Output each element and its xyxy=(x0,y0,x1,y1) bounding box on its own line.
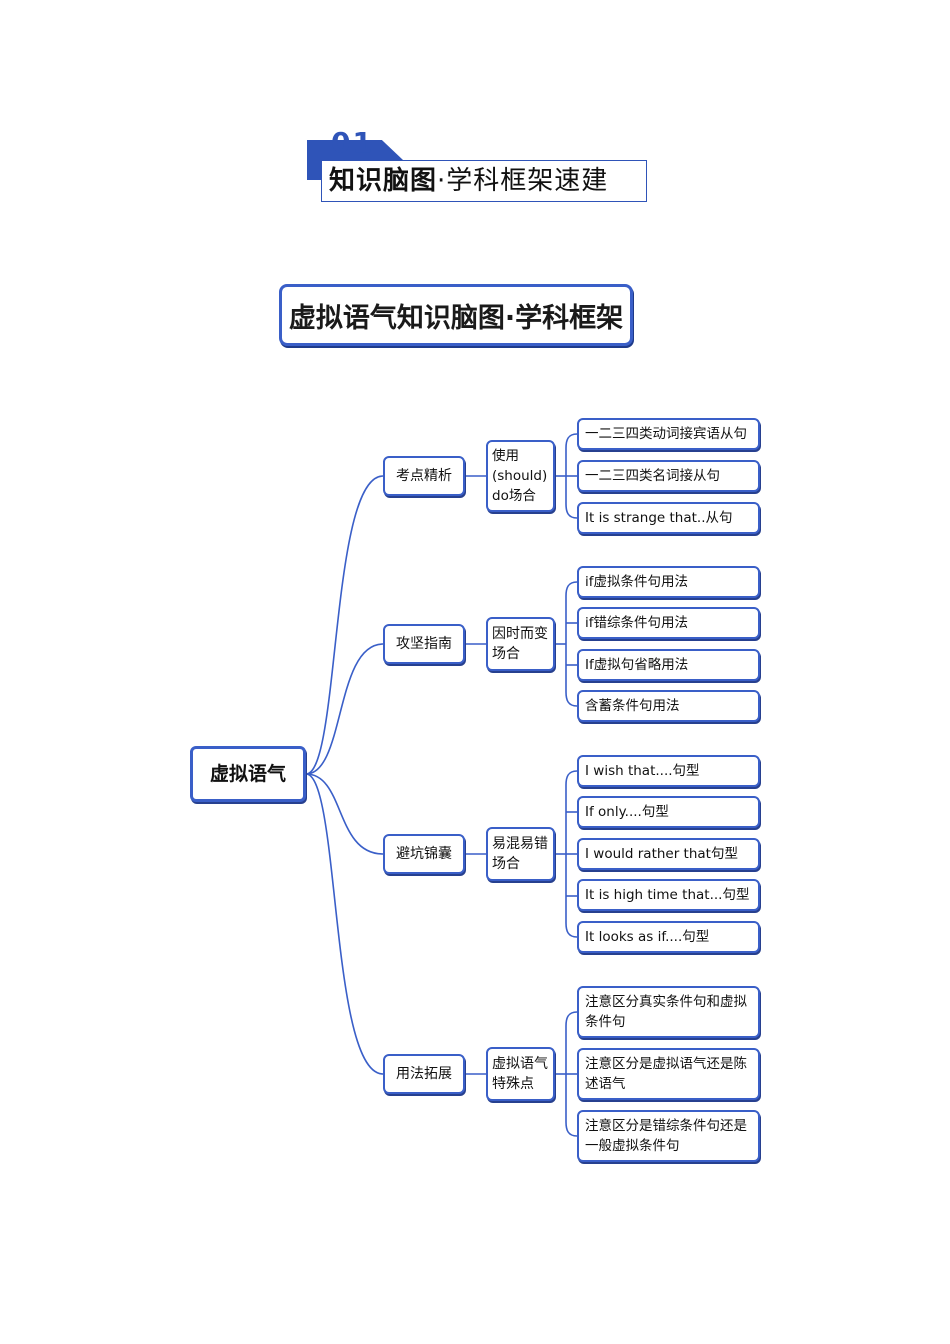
connector-root-b3 xyxy=(305,773,384,855)
leaf-label: if虚拟条件句用法 xyxy=(585,574,689,590)
section-title-bold: 知识脑图 xyxy=(329,166,438,196)
section-title-box xyxy=(321,160,647,202)
leaf-label: It is strange that..从句 xyxy=(585,510,733,526)
leaf-node: 注意区分是虚拟语气还是陈 述语气 xyxy=(577,1048,760,1100)
connector-root-b1 xyxy=(305,475,384,775)
leaf-node: 一二三四类名词接从句 xyxy=(577,460,760,492)
leaf-node: 注意区分是错综条件句还是 一般虚拟条件句 xyxy=(577,1110,760,1162)
sub-node-yihun: 易混易错 场合 xyxy=(486,827,555,881)
leaf-label: 一二三四类名词接从句 xyxy=(585,468,720,484)
leaf-node: 注意区分真实条件句和虚拟 条件句 xyxy=(577,986,760,1038)
leaf-node: 一二三四类动词接宾语从句 xyxy=(577,418,760,450)
leaf-label: It is high time that...句型 xyxy=(585,887,750,903)
leaf-label: if错综条件句用法 xyxy=(585,615,689,631)
leaf-label: If虚拟句省略用法 xyxy=(585,657,689,673)
leaf-node: If only....句型 xyxy=(577,796,760,828)
sub-line: 场合 xyxy=(492,856,520,872)
sub-line: 虚拟语气 xyxy=(492,1056,548,1072)
leaf-node: It is strange that..从句 xyxy=(577,502,760,534)
leaf-line: 述语气 xyxy=(585,1076,626,1092)
leaf-line: 一般虚拟条件句 xyxy=(585,1138,680,1154)
section-title: 知识脑图·学科框架速建 xyxy=(329,164,608,198)
root-label: 虚拟语气 xyxy=(209,763,286,785)
branch-label: 攻坚指南 xyxy=(396,636,452,652)
sub-node-teshu: 虚拟语气 特殊点 xyxy=(486,1047,555,1101)
leaf-node: It is high time that...句型 xyxy=(577,879,760,911)
sub-line: (should) xyxy=(492,468,548,484)
leaf-label: If only....句型 xyxy=(585,804,669,820)
leaf-line: 条件句 xyxy=(585,1014,626,1030)
sub-node-yinshi: 因时而变 场合 xyxy=(486,617,555,671)
sub-line: 场合 xyxy=(492,646,520,662)
leaf-node: I wish that....句型 xyxy=(577,755,760,787)
sub-line: do场合 xyxy=(492,488,536,504)
leaf-node: if错综条件句用法 xyxy=(577,607,760,639)
branch-label: 考点精析 xyxy=(396,468,452,484)
leaf-label: 含蓄条件句用法 xyxy=(585,698,680,714)
leaf-node: If虚拟句省略用法 xyxy=(577,649,760,681)
sub-line: 特殊点 xyxy=(492,1076,534,1092)
branch-node-yongfa: 用法拓展 xyxy=(383,1054,465,1094)
section-title-rest: ·学科框架速建 xyxy=(437,166,609,196)
leaf-label: 一二三四类动词接宾语从句 xyxy=(585,426,747,442)
branch-label: 避坑锦囊 xyxy=(396,846,452,862)
connector-root-b4 xyxy=(305,773,384,1075)
sub-line: 使用 xyxy=(492,448,519,464)
leaf-label: I would rather that句型 xyxy=(585,846,738,862)
sub-line: 因时而变 xyxy=(492,626,548,642)
sub-node-should-do: 使用 (should) do场合 xyxy=(486,440,555,512)
leaf-line: 注意区分是虚拟语气还是陈 xyxy=(585,1056,747,1072)
main-title: 虚拟语气知识脑图·学科框架 xyxy=(288,302,624,334)
branch-label: 用法拓展 xyxy=(396,1066,452,1082)
root-node: 虚拟语气 xyxy=(190,746,306,802)
leaf-node: 含蓄条件句用法 xyxy=(577,690,760,722)
leaf-line: 注意区分真实条件句和虚拟 xyxy=(585,994,747,1010)
connector-s2-bracket xyxy=(565,581,578,707)
branch-node-kaodian: 考点精析 xyxy=(383,456,465,496)
sub-line: 易混易错 xyxy=(492,836,548,852)
main-title-box: 虚拟语气知识脑图·学科框架 xyxy=(279,284,633,346)
leaf-line: 注意区分是错综条件句还是 xyxy=(585,1118,747,1134)
section-tab xyxy=(307,140,403,160)
branch-node-gongjian: 攻坚指南 xyxy=(383,624,465,664)
connector-root-b2 xyxy=(305,643,384,775)
leaf-label: I wish that....句型 xyxy=(585,763,700,779)
section-number: 01 xyxy=(331,126,374,159)
leaf-node: I would rather that句型 xyxy=(577,838,760,870)
leaf-label: It looks as if....句型 xyxy=(585,929,710,945)
branch-node-bikeng: 避坑锦囊 xyxy=(383,834,465,874)
leaf-node: if虚拟条件句用法 xyxy=(577,566,760,598)
section-tab-edge xyxy=(307,140,323,180)
leaf-node: It looks as if....句型 xyxy=(577,921,760,953)
